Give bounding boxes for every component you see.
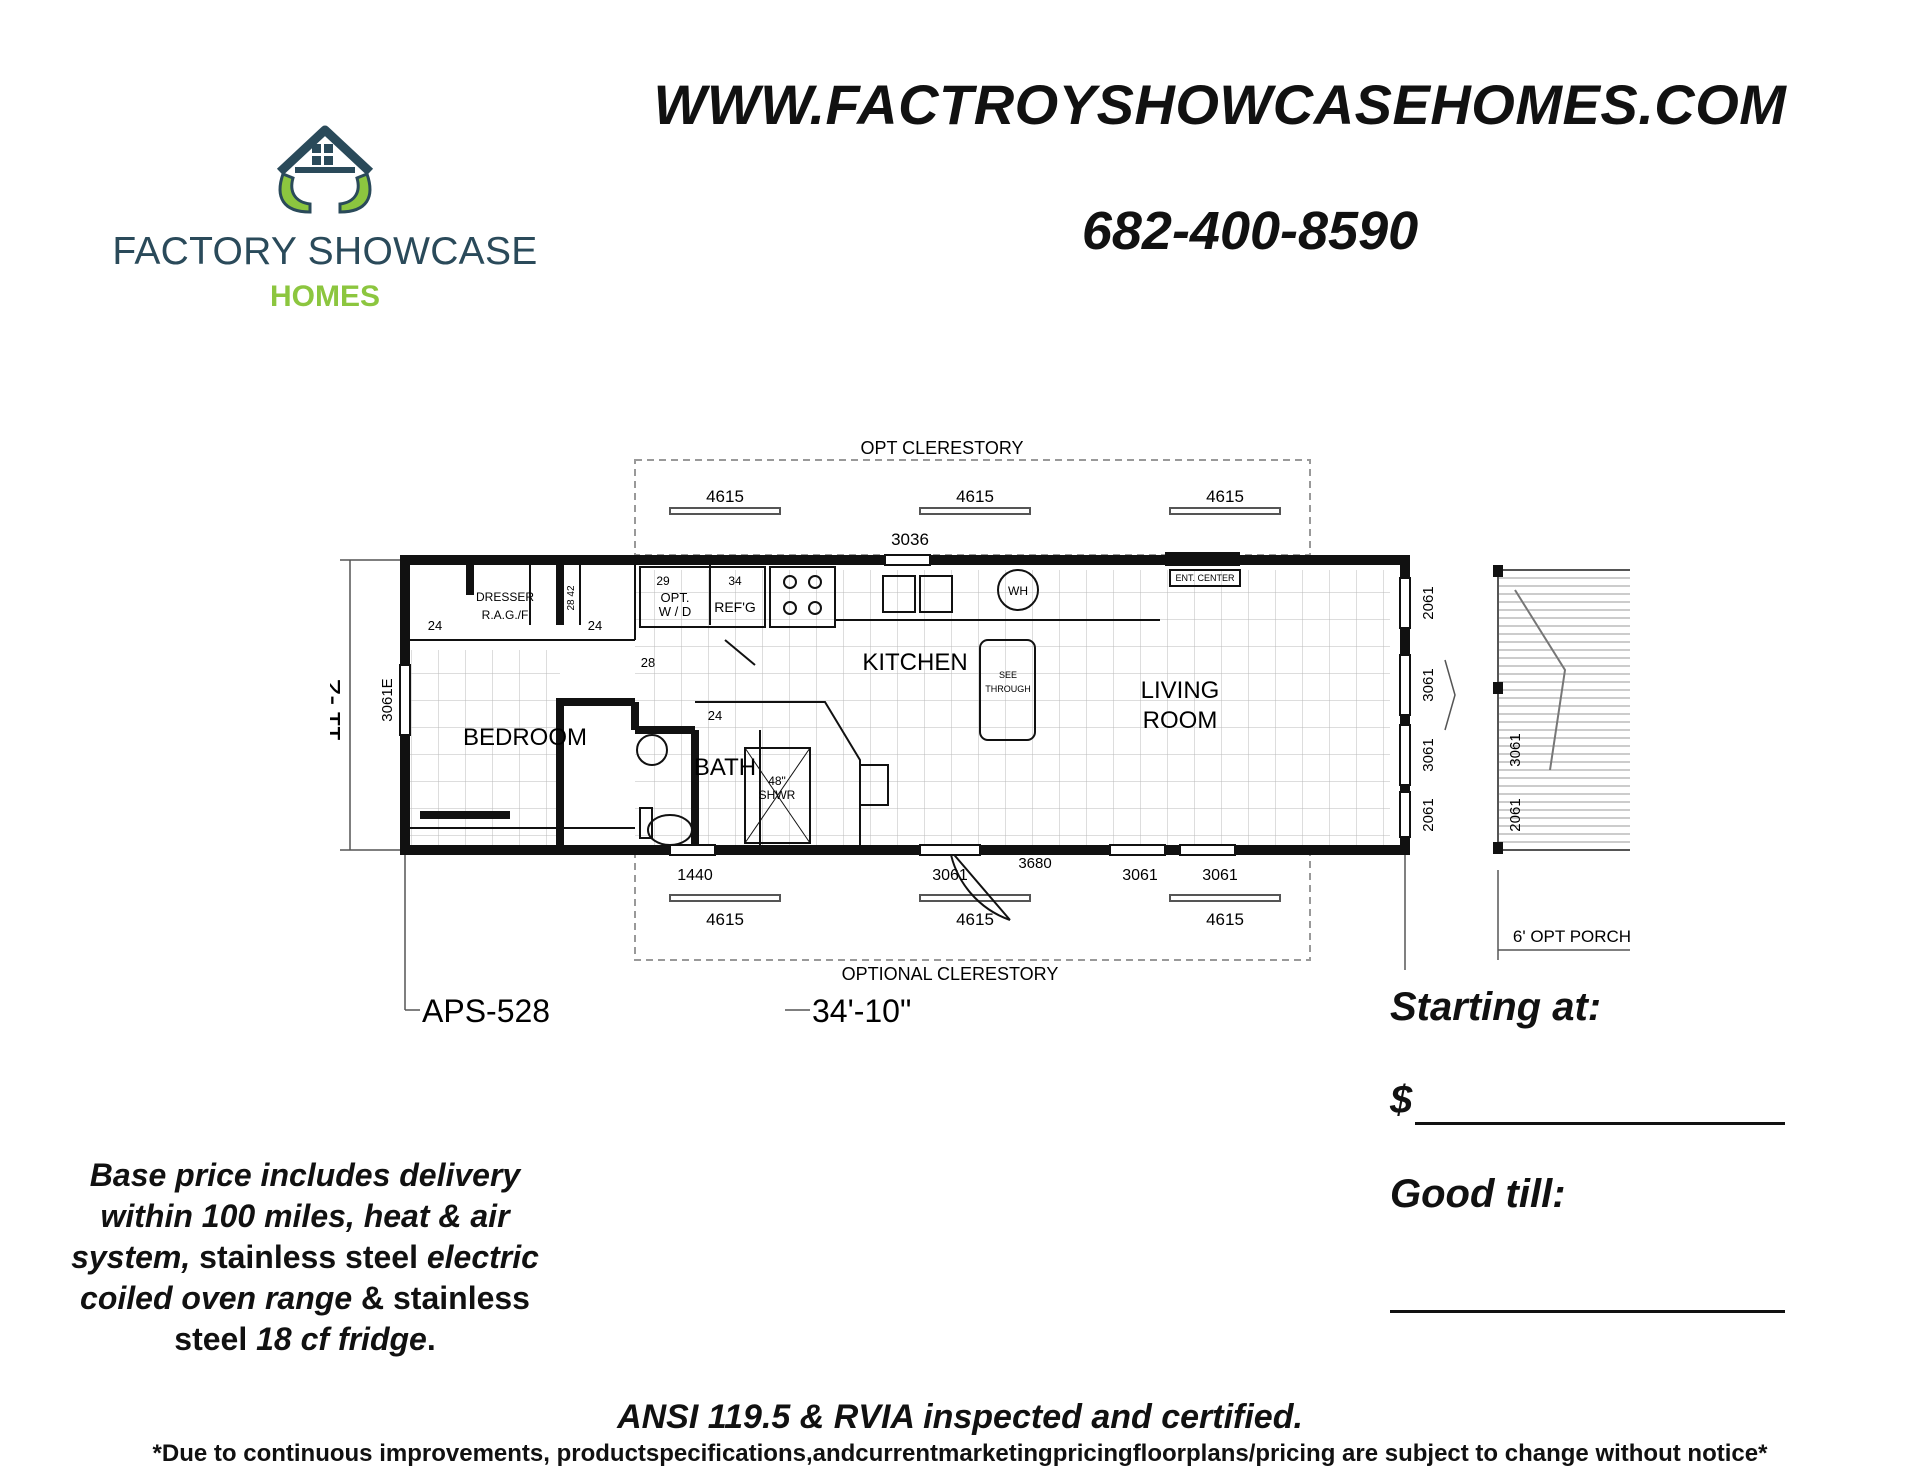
closet-dims-label: 28 42 [566, 585, 577, 610]
door-24-label-3: 24 [708, 708, 722, 723]
dresser-label: DRESSER [476, 590, 534, 604]
desc-line-3a: system, [71, 1239, 191, 1275]
website-url: WWW.FACTROYSHOWCASEHOMES.COM [653, 73, 1787, 136]
top-clerestory-label: OPT CLERESTORY [860, 438, 1023, 458]
good-till-blank-line [1390, 1310, 1785, 1313]
rag-label: R.A.G./F [482, 608, 529, 622]
counter-34-label: 34 [728, 574, 742, 588]
logo-name: FACTORY SHOWCASE [112, 230, 538, 273]
phone-number: 682-400-8590 [1081, 201, 1419, 261]
door-28-label: 28 [641, 655, 655, 670]
model-number: APS-528 [422, 993, 550, 1029]
shower-label: SHWR [759, 788, 796, 802]
room-kitchen: KITCHEN [862, 649, 967, 676]
bottom-clerestory-label: OPTIONAL CLERESTORY [842, 964, 1059, 984]
window-bottom-3: 3061 [1122, 867, 1158, 884]
desc-line-5c: . [426, 1321, 436, 1357]
door-label: 3680 [1018, 855, 1051, 872]
clerestory-window-top-2: 4615 [956, 487, 994, 506]
shower-size-label: 48" [768, 774, 786, 788]
counter-29-label: 29 [656, 574, 670, 588]
price-currency: $ [1390, 1078, 1413, 1122]
desc-line-3c: electric [426, 1239, 539, 1275]
room-bath: BATH [694, 754, 756, 781]
window-top-label: 3036 [891, 530, 929, 549]
door-24-label-1: 24 [428, 618, 442, 633]
desc-line-2: within 100 miles, heat & air [100, 1198, 510, 1234]
porch-window-2: 2061 [1507, 798, 1524, 831]
clerestory-window-bottom-1: 4615 [706, 910, 744, 929]
window-bottom-4: 3061 [1202, 867, 1238, 884]
room-living: LIVING [1141, 677, 1220, 704]
entertainment-center-label: ENT. CENTER [1175, 573, 1235, 583]
good-till-label: Good till: [1390, 1172, 1566, 1216]
window-right-1: 2061 [1420, 586, 1437, 619]
window-bottom-1: 1440 [677, 867, 713, 884]
price-blank-line [1415, 1122, 1785, 1125]
clerestory-window-bottom-3: 4615 [1206, 910, 1244, 929]
clerestory-window-top-3: 4615 [1206, 487, 1244, 506]
clerestory-window-bottom-2: 4615 [956, 910, 994, 929]
certification-line: ANSI 119.5 & RVIA inspected and certifie… [617, 1398, 1303, 1436]
window-bottom-2: 3061 [932, 867, 968, 884]
desc-line-4a: coiled oven range [80, 1280, 353, 1316]
window-right-3: 3061 [1420, 738, 1437, 771]
refrigerator-label: REF'G [714, 599, 756, 615]
porch-window-1: 3061 [1507, 733, 1524, 766]
desc-line-4b: & stainless [352, 1280, 530, 1316]
price-description: Base price includes delivery within 100 … [40, 1155, 570, 1360]
length-dimension: 34'-10" [812, 993, 911, 1029]
window-right-4: 2061 [1420, 798, 1437, 831]
logo-subtitle: HOMES [269, 280, 380, 313]
width-dimension: 11'-2" [330, 668, 347, 742]
door-24-label-2: 24 [588, 618, 602, 633]
washer-dryer-label: W / D [659, 604, 692, 619]
see-through-label-2: THROUGH [985, 684, 1031, 694]
clerestory-window-top-1: 4615 [706, 487, 744, 506]
floor-plan: OPT CLERESTORY OPTIONAL CLERESTORY 4615 … [330, 438, 1630, 1029]
window-right-2: 3061 [1420, 668, 1437, 701]
starting-at-label: Starting at: [1390, 985, 1602, 1029]
desc-line-5a: steel [174, 1321, 257, 1357]
disclaimer: *Due to continuous improvements, product… [152, 1440, 1768, 1467]
water-heater-label: WH [1008, 584, 1028, 598]
porch-label: 6' OPT PORCH [1513, 927, 1630, 946]
desc-line-5b: 18 cf fridge [256, 1321, 427, 1357]
window-left-label: 3061E [379, 678, 396, 721]
room-living-2: ROOM [1143, 707, 1218, 734]
room-bedroom: BEDROOM [463, 724, 587, 751]
desc-line-3b: stainless steel [190, 1239, 427, 1275]
opt-label: OPT. [661, 590, 690, 605]
desc-line-1: Base price includes delivery [89, 1157, 521, 1193]
see-through-label: SEE [999, 670, 1017, 680]
house-hands-icon [276, 125, 374, 214]
